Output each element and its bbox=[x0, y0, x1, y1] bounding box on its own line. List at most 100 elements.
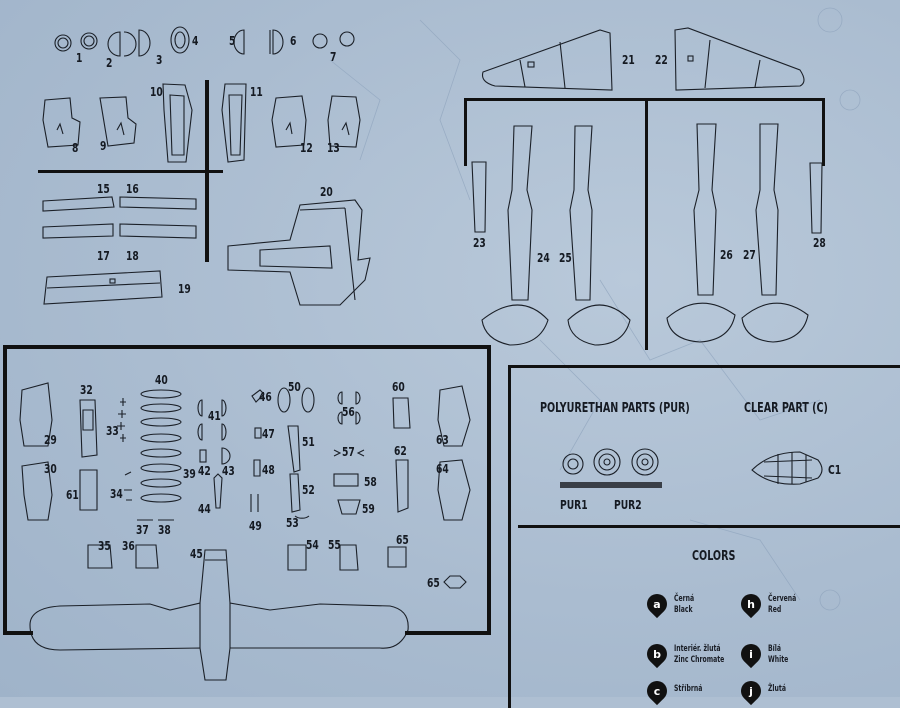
part-number: 29 bbox=[44, 433, 57, 447]
color-drop-icon: a bbox=[642, 589, 672, 619]
part-number: 1 bbox=[76, 51, 83, 65]
part-45-wing bbox=[29, 549, 409, 681]
part-number: 24 bbox=[537, 251, 550, 265]
color-drop-icon: b bbox=[642, 639, 672, 669]
part-number: 58 bbox=[364, 475, 377, 489]
part-number: 53 bbox=[286, 516, 299, 530]
part-20 bbox=[227, 199, 371, 306]
parts-50-53 bbox=[277, 387, 315, 519]
part-number: 61 bbox=[66, 488, 79, 502]
part-number: 62 bbox=[394, 444, 407, 458]
color-name-en: Red bbox=[768, 605, 782, 615]
parts-56-59 bbox=[333, 391, 365, 515]
rule-box-right bbox=[487, 345, 491, 635]
part-number: 30 bbox=[44, 462, 57, 476]
part-number: 57 bbox=[342, 445, 355, 459]
color-name-en: Black bbox=[674, 605, 693, 615]
part-number: 55 bbox=[328, 538, 341, 552]
part-number: 38 bbox=[158, 523, 171, 537]
part-number: 47 bbox=[262, 427, 275, 441]
colors-title: COLORS bbox=[692, 549, 736, 564]
part-number: 10 bbox=[150, 85, 163, 99]
part-number: 41 bbox=[208, 409, 221, 423]
part-number: 43 bbox=[222, 464, 235, 478]
part-number: 3 bbox=[156, 53, 163, 67]
part-number: 27 bbox=[743, 248, 756, 262]
part-number: 40 bbox=[155, 373, 168, 387]
part-number: 17 bbox=[97, 249, 110, 263]
part-number: 37 bbox=[136, 523, 149, 537]
parts-10-11 bbox=[162, 83, 247, 163]
part-number: 22 bbox=[655, 53, 668, 67]
part-number: 49 bbox=[249, 519, 262, 533]
color-drop-icon: j bbox=[736, 676, 766, 706]
part-number: 21 bbox=[622, 53, 635, 67]
part-number: 26 bbox=[720, 248, 733, 262]
part-number: 7 bbox=[330, 50, 337, 64]
part-number: 48 bbox=[262, 463, 275, 477]
part-number: 20 bbox=[320, 185, 333, 199]
part-number: 65 bbox=[396, 533, 409, 547]
part-number: 28 bbox=[813, 236, 826, 250]
parts-15-18 bbox=[42, 196, 197, 239]
part-number: 65 bbox=[427, 576, 440, 590]
pur-sprue bbox=[560, 482, 662, 488]
rule-mid-horizontal bbox=[38, 170, 223, 173]
color-drop-icon: i bbox=[736, 639, 766, 669]
parts-40-bombs bbox=[137, 389, 182, 521]
part-number: 15 bbox=[97, 182, 110, 196]
parts-23-28 bbox=[471, 123, 823, 346]
rule-legs-top bbox=[464, 98, 824, 101]
part-19 bbox=[43, 270, 163, 305]
part-number: 50 bbox=[288, 380, 301, 394]
color-drop-icon: h bbox=[736, 589, 766, 619]
part-number: 23 bbox=[473, 236, 486, 250]
clear-canopy-c1 bbox=[751, 451, 823, 485]
rule-box-left bbox=[3, 345, 7, 635]
part-number: 19 bbox=[178, 282, 191, 296]
part-number: 36 bbox=[122, 539, 135, 553]
part-number: 51 bbox=[302, 435, 315, 449]
part-number: 46 bbox=[259, 390, 272, 404]
part-number: 32 bbox=[80, 383, 93, 397]
parts-29-31 bbox=[19, 382, 98, 521]
part-number: 16 bbox=[126, 182, 139, 196]
part-number: 44 bbox=[198, 502, 211, 516]
rule-legs-left bbox=[464, 98, 467, 166]
part-number: 18 bbox=[126, 249, 139, 263]
part-number: 59 bbox=[362, 502, 375, 516]
color-name-en: White bbox=[768, 655, 789, 665]
part-number: 8 bbox=[72, 141, 79, 155]
rule-legs-mid bbox=[645, 98, 648, 350]
color-drop-icon: c bbox=[642, 676, 672, 706]
c1-label: C1 bbox=[828, 463, 842, 477]
part-number: 4 bbox=[192, 34, 199, 48]
rule-box-bottom-right bbox=[405, 631, 491, 635]
part-number: 33 bbox=[106, 424, 119, 438]
parts-8-9 bbox=[42, 96, 137, 148]
rule-box-bottom-left bbox=[3, 631, 33, 635]
part-number: 6 bbox=[290, 34, 297, 48]
parts-33-34 bbox=[117, 398, 132, 501]
part-number: 39 bbox=[183, 467, 196, 481]
part-number: 63 bbox=[436, 433, 449, 447]
part-number: 25 bbox=[559, 251, 572, 265]
parts-41-49 bbox=[197, 389, 265, 512]
color-name-cz: Červená bbox=[768, 594, 797, 604]
color-name-cz: Interiér. žlutá bbox=[674, 644, 721, 654]
part-number: 13 bbox=[327, 141, 340, 155]
parts-21-22 bbox=[481, 27, 805, 91]
rule-box-top bbox=[3, 345, 491, 349]
part-number: 56 bbox=[342, 405, 355, 419]
part-number: 35 bbox=[98, 539, 111, 553]
part-number: 45 bbox=[190, 547, 203, 561]
color-name-cz: Černá bbox=[674, 594, 695, 604]
part-number: 2 bbox=[106, 56, 113, 70]
parts-60-64 bbox=[392, 385, 471, 521]
pur2-label: PUR2 bbox=[614, 498, 642, 512]
clear-title: CLEAR PART (C) bbox=[744, 401, 828, 416]
rule-colors-divider bbox=[518, 525, 900, 528]
part-number: 12 bbox=[300, 141, 313, 155]
